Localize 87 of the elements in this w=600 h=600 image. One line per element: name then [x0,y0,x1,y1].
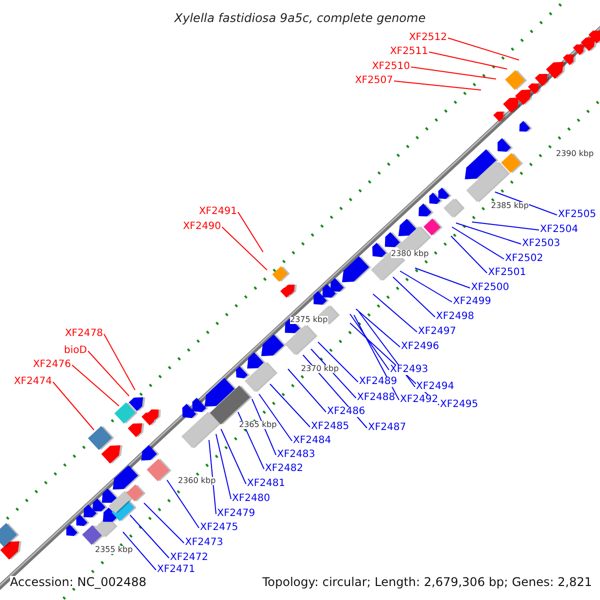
gene-label: XF2480 [232,494,270,504]
leader-line [88,350,130,396]
leader-line [494,192,558,216]
leader-line [428,52,508,70]
gene-label: XF2486 [327,407,366,417]
gene-label: XF2483 [277,450,316,460]
leader-line [456,222,522,244]
leader-line [208,440,216,514]
scale-label: 2380 kbp [391,250,429,258]
gene-label: XF2473 [185,538,224,548]
leader-line [354,314,400,400]
gene-label: XF2510 [372,62,410,72]
gene-label: XF2490 [182,222,221,232]
gene-label: XF2488 [357,393,396,403]
leader-line [358,312,416,388]
gene-label: XF2507 [354,76,393,86]
gene-label: XF2472 [170,553,208,563]
gene-label: XF2476 [32,360,71,370]
gene-label: XF2499 [453,297,492,307]
scale-label: 2375 kbp [290,316,328,324]
gene-label: XF2502 [505,254,544,264]
leader-line [356,308,400,348]
leader-line [400,270,452,302]
leader-line [252,398,276,456]
leader-line [288,368,326,412]
leader-line [238,412,264,470]
accession-text: Accession: NC_002488 [10,576,146,588]
gene-label: XF2496 [401,342,440,352]
leader-line [216,434,232,500]
leader-line [130,514,170,558]
gene-label: XF2505 [558,210,596,220]
scale-label: 2390 kbp [556,150,594,158]
leader-line [166,480,200,528]
gene-label: XF2489 [359,377,398,387]
leader-line [122,532,156,570]
leader-line [52,382,94,430]
leader-line [104,334,136,390]
scale-label: 2370 kbp [301,365,339,373]
gene-label: XF2478 [64,329,103,339]
gene-label: XF2503 [522,239,560,249]
leader-line [144,502,184,544]
gene-label: XF2475 [200,523,238,533]
gene-label: XF2494 [416,382,454,392]
title: Xylella fastidiosa 9a5c, complete genome [174,12,426,24]
leader-line [410,66,496,80]
gene-label: XF2504 [540,225,578,235]
scale-label: 2385 kbp [491,202,529,210]
leader-line [472,222,540,230]
leader-line [350,314,390,370]
leader-line [220,428,246,484]
leader-line [372,294,418,332]
leader-line [392,276,436,318]
gene-label: XF2491 [198,207,237,217]
leader-line [270,384,310,428]
gene-label: XF2482 [265,464,304,474]
gene-label: XF2474 [14,377,52,387]
scale-label: 2360 kbp [178,477,216,485]
gene-label: XF2498 [436,312,474,322]
leader-line [310,348,356,398]
gene-label: XF2479 [217,509,256,519]
scale-label: 2355 kbp [95,546,133,554]
gene-label: XF2471 [157,565,196,575]
gene-label: XF2501 [488,268,526,278]
gene-label: XF2500 [471,283,510,293]
scale-label: 2365 kbp [239,421,277,429]
leader-line [238,212,264,252]
gene-label: XF2487 [368,423,406,433]
gene-label: XF2511 [390,47,428,57]
gene-label: XF2485 [311,422,350,432]
gene-label: XF2484 [293,436,332,446]
gene-label: XF2481 [247,479,286,489]
leader-line [72,364,120,406]
gene-label: XF2512 [408,33,447,43]
leader-line [318,342,358,382]
leader-line [222,226,268,270]
leader-line [448,38,520,60]
leader-line [452,226,504,260]
gene-label: XF2497 [418,327,456,337]
gene-label: XF2495 [440,400,478,410]
leader-line [414,268,470,288]
leader-line [258,394,292,442]
gene-label: XF2493 [390,365,428,375]
leader-line [450,236,488,274]
genome-info-text: Topology: circular; Length: 2,679,306 bp; Genes: 2,821 [262,576,592,588]
gene-label: bioD [64,346,87,356]
gene-label: XF2492 [400,395,438,405]
leader-line [394,80,482,90]
